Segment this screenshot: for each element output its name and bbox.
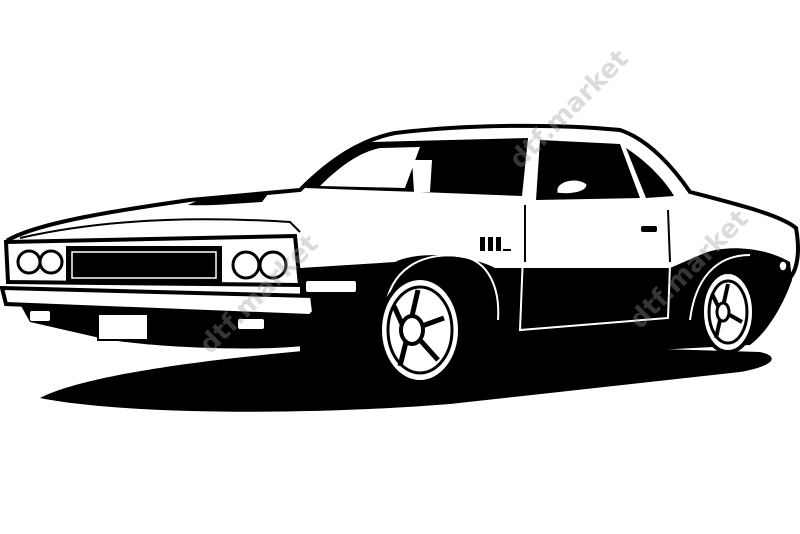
hood-scoop [188,193,268,206]
seat-headrest [412,160,432,192]
lower-valance [20,304,315,349]
turn-signal-left [30,311,50,321]
rear-quarter-window [626,148,674,198]
grille-inner [71,251,217,279]
front-bumper [0,285,317,319]
side-mirror [554,177,590,197]
rear-wheel-arch [689,254,751,321]
front-side-marker [304,279,358,294]
windshield-glare [320,147,420,188]
door-line [518,204,671,332]
license-plate [97,313,149,341]
fog-light [236,317,266,331]
front-wheel [378,276,462,384]
door-line-upper [524,205,671,263]
fender-vents [480,237,511,251]
headlights-left [16,249,64,275]
hood-line [19,218,301,239]
front-wheel-arch [384,254,500,321]
rear-wheel [700,270,756,354]
door-handle [641,226,657,232]
rear-side-marker [778,260,788,272]
headlights-right [231,250,288,280]
